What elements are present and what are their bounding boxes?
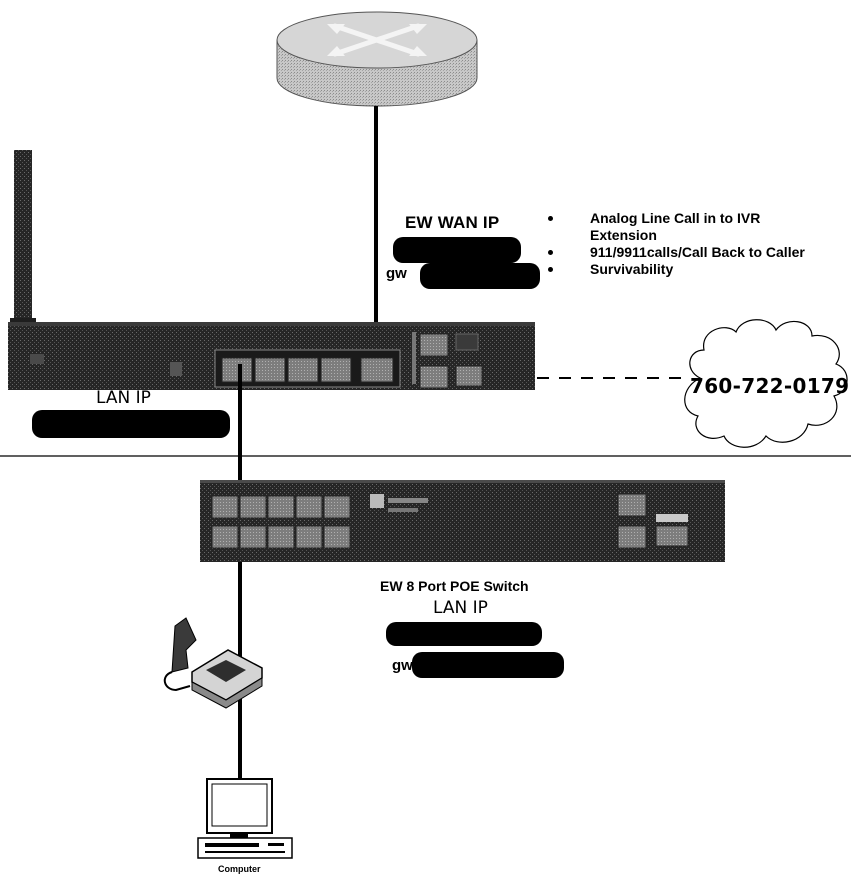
switch-lan-ip-label: LAN IP <box>433 598 488 618</box>
switch-caption: EW 8 Port POE Switch <box>380 578 529 594</box>
gateway-lan-ports <box>222 358 393 382</box>
computer-caption: Computer <box>218 864 261 874</box>
bullet-icon <box>548 250 553 255</box>
ip-phone-icon <box>165 618 262 708</box>
wan-gateway-label: gw <box>386 265 407 282</box>
feature-item: Survivability <box>548 261 805 278</box>
feature-text: 911/9911calls/Call Back to Caller <box>590 244 805 260</box>
computer-icon <box>198 779 292 858</box>
feature-item: 911/9911calls/Call Back to Caller <box>548 244 805 261</box>
redacted-switch-gateway <box>412 652 564 678</box>
feature-text: Analog Line Call in to IVR <box>590 210 760 226</box>
redacted-switch-ip <box>386 622 542 646</box>
gateway-lan-ip-label: LAN IP <box>96 388 151 408</box>
switch-gateway-label: gw <box>392 657 413 674</box>
feature-continuation: Extension <box>548 227 805 244</box>
phone-number-label: 760-722-0179 <box>690 374 849 398</box>
bullet-icon <box>548 267 553 272</box>
switch-device-icon <box>200 480 725 562</box>
redacted-wan-gateway <box>420 263 540 289</box>
gateway-device-icon <box>8 322 535 390</box>
redacted-lan-ip <box>32 410 230 438</box>
redacted-wan-ip <box>393 237 521 263</box>
router-icon <box>277 12 477 106</box>
feature-text: Survivability <box>590 261 673 277</box>
bullet-icon <box>548 216 553 221</box>
antenna-icon <box>10 150 36 328</box>
feature-item: Analog Line Call in to IVR <box>548 210 805 227</box>
feature-list: Analog Line Call in to IVR Extension 911… <box>548 210 805 278</box>
wan-ip-label: EW WAN IP <box>405 213 499 233</box>
